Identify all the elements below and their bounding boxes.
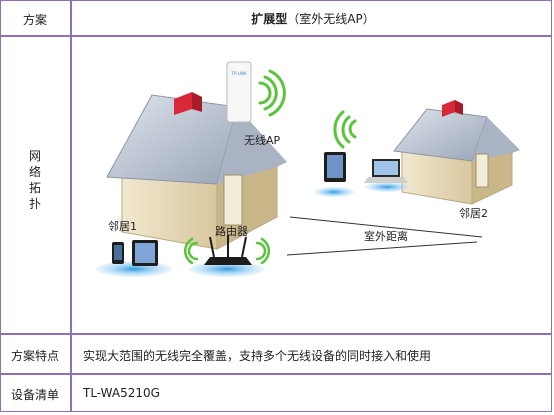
house-neighbor1 [106,92,287,250]
router-wifi-left-icon [183,237,199,265]
ap-brand-label: TP-LINK [230,71,247,76]
phone-icon [112,242,124,264]
router-wifi-right-icon [255,237,271,265]
topology-label: 网 络 拓 扑 [26,148,44,212]
header-title-rest: （室外无线AP） [287,12,375,26]
topology-label-char-4: 扑 [28,197,41,211]
topology-label-char-3: 拓 [28,181,41,195]
outdoor-distance-label: 室外距离 [364,229,408,243]
equipment-text: TL-WA5210G [83,386,160,400]
column-divider [70,0,72,412]
equipment-label: 设备清单 [10,388,59,402]
outdoor-distance-lines [286,216,483,256]
tablet-icon [132,240,158,266]
house-neighbor2 [393,100,520,205]
header-title-bold: 扩展型 [251,12,288,26]
right-wifi-signal-icon [333,110,357,149]
header-divider [0,35,552,37]
topology-label-char-1: 网 [28,149,41,163]
right-tablet-puddle [314,187,354,197]
tablet-icon-right [324,152,346,182]
right-laptop-puddle [365,182,409,192]
topology-label-char-2: 络 [28,165,41,179]
wireless-ap-icon: TP-LINK [226,61,252,123]
features-text: 实现大范围的无线完全覆盖，支持多个无线设备的同时接入和使用 [83,349,432,363]
header-scheme-title: 扩展型（室外无线AP） [72,10,554,27]
features-divider [0,373,552,375]
laptop-icon [364,159,408,183]
header-scheme-label: 方案 [22,13,47,27]
network-topology-diagram: TP-LINK 无线AP 邻居1 路由器 室外距离 [96,61,520,277]
router-label: 路由器 [215,224,248,238]
ap-wifi-signal-icon [258,69,286,117]
neighbor2-label: 邻居2 [459,207,488,220]
wireless-ap-label: 无线AP [244,133,281,147]
router-icon [204,235,252,265]
neighbor1-label: 邻居1 [108,220,137,233]
topology-divider [0,333,552,335]
features-label: 方案特点 [10,349,59,363]
